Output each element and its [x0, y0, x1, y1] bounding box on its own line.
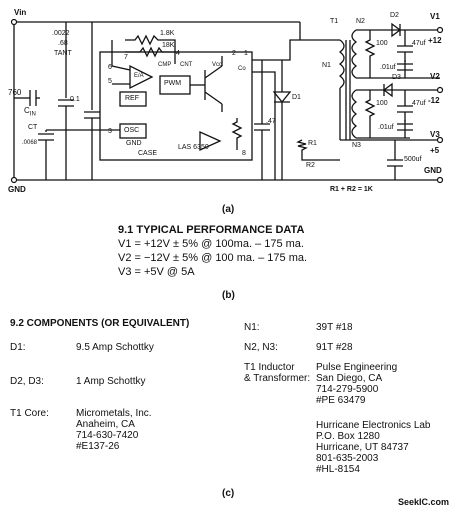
tant-label: TANT	[54, 50, 72, 57]
c500uf-label: 500uf	[404, 156, 422, 163]
comp-right-value-2: 91T #28	[316, 342, 353, 353]
comp-left-label-3: T1 Core:	[10, 408, 49, 419]
c47uf-b-label: 47uf	[412, 100, 426, 107]
comp-right-label-2: N2, N3:	[244, 342, 278, 353]
pin6-label: 6	[108, 64, 112, 71]
plus12-label: +12	[428, 36, 442, 45]
c68-label: .68	[58, 40, 68, 47]
ct-label: CT	[28, 124, 38, 131]
comp-left-value-2: 1 Amp Schottky	[76, 376, 146, 387]
r18k-b-label: 18K	[162, 42, 175, 49]
caption-c: (c)	[222, 488, 235, 499]
t1-label: T1	[330, 18, 339, 25]
vcc-label: Vcc	[212, 62, 223, 68]
r100-a-label: 100	[376, 40, 388, 47]
vin-label: Vin	[14, 8, 27, 17]
v1-label: V1	[430, 12, 440, 21]
pin3-label: 3	[108, 128, 112, 135]
osc-label: OSC	[124, 127, 140, 134]
comp-right-label-1: N1:	[244, 322, 260, 333]
caption-b: (b)	[222, 290, 235, 301]
ref-label: REF	[125, 95, 139, 102]
comp-right-value-3: Pulse Engineering San Diego, CA 714-279-…	[316, 362, 398, 406]
comp-right-label-3: T1 Inductor & Transformer:	[244, 362, 311, 384]
pin1-label: 1	[244, 50, 248, 57]
comp-right-value-4: Hurricane Electronics Lab P.O. Box 1280 …	[316, 420, 431, 475]
r100-b-label: 100	[376, 100, 388, 107]
pin8-label: 8	[242, 150, 246, 157]
c0022-label: .0022	[52, 30, 70, 37]
gnd-case-label: GND	[126, 140, 142, 147]
watermark: SeekIC.com	[398, 497, 450, 507]
pin2-label: 2	[232, 50, 236, 57]
ea-label: E/A	[134, 73, 144, 79]
co-label: Co	[238, 66, 246, 72]
v2-label: V2	[430, 72, 440, 81]
cnt-label: CNT	[180, 62, 193, 68]
gnd-right-label: GND	[424, 166, 442, 175]
gnd-left-label: GND	[8, 185, 26, 194]
d2-label: D2	[390, 12, 399, 19]
v3-label: V3	[430, 130, 440, 139]
pwm-label: PWM	[164, 80, 182, 87]
c760-label: 760	[8, 88, 22, 97]
d1-label: D1	[292, 94, 301, 101]
comp-left-value-1: 9.5 Amp Schottky	[76, 342, 154, 353]
comp-right-value-1: 39T #18	[316, 322, 353, 333]
ct-value-label: .0068	[22, 140, 38, 146]
c47uf-a-label: 47uf	[412, 40, 426, 47]
comp-left-value-3: Micrometals, Inc. Anaheim, CA 714-630-74…	[76, 408, 152, 452]
components-heading: 9.2 COMPONENTS (OR EQUIVALENT)	[10, 318, 190, 329]
c01uf-a-label: .01uf	[380, 64, 396, 71]
cmp-label: CMP	[158, 62, 172, 68]
c47-label: .47	[266, 118, 276, 125]
d3-label: D3	[392, 74, 401, 81]
case-label: CASE	[138, 150, 158, 157]
performance-line-2: V2 = −12V ± 5% @ 100 ma. – 175 ma.	[118, 252, 308, 264]
chip-label: LAS 6350	[178, 144, 209, 151]
r1r2-label: R1 + R2 = 1K	[330, 186, 373, 193]
n1-label: N1	[322, 62, 331, 69]
performance-heading: 9.1 TYPICAL PERFORMANCE DATA	[118, 224, 305, 236]
caption-a: (a)	[222, 204, 235, 215]
r1-label: R1	[308, 140, 317, 147]
pin7-label: 7	[124, 54, 128, 61]
comp-left-label-1: D1:	[10, 342, 26, 353]
c01-label: 0.1	[70, 96, 80, 103]
circuit-schematic	[10, 18, 444, 184]
n3-label: N3	[352, 142, 361, 149]
comp-left-label-2: D2, D3:	[10, 376, 44, 387]
pin5-label: 5	[108, 78, 112, 85]
r18k-a-label: 1.8K	[160, 30, 175, 37]
r2-label: R2	[306, 162, 315, 169]
plus5-label: +5	[430, 146, 440, 155]
n2-label: N2	[356, 18, 365, 25]
minus12-label: -12	[428, 96, 440, 105]
pin4-label: 4	[176, 50, 180, 57]
performance-line-1: V1 = +12V ± 5% @ 100ma. – 175 ma.	[118, 238, 304, 250]
cin-label: CIN	[24, 106, 36, 118]
performance-line-3: V3 = +5V @ 5A	[118, 266, 195, 278]
c01uf-b-label: .01uf	[378, 124, 394, 131]
